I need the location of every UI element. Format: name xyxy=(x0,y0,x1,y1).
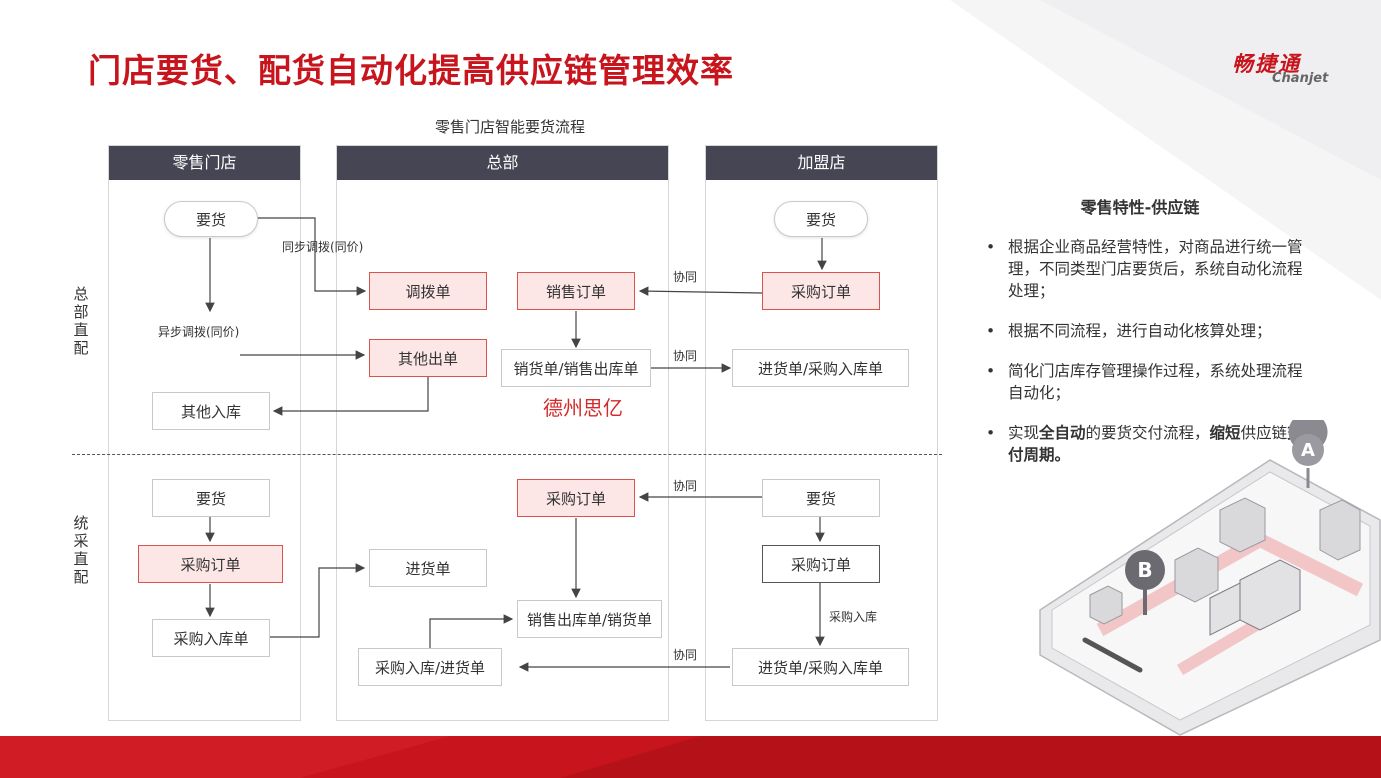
feature-text-4c: 的要货交付流程， xyxy=(1085,424,1210,442)
hq-sales-order-node: 销售订单 xyxy=(517,272,635,310)
feature-bullet: • 简化门店库存管理操作过程，系统处理流程自动化； xyxy=(986,360,1306,404)
store-po-node: 采购订单 xyxy=(138,545,283,583)
bullet-dot: • xyxy=(986,322,996,340)
feature-text-2: 根据不同流程，进行自动化核算处理； xyxy=(1008,322,1272,340)
collab-label-bottom-1: 协同 xyxy=(673,479,698,493)
transfer-order-node: 调拨单 xyxy=(369,272,487,310)
logo-en-text: Chanjet xyxy=(1272,71,1329,86)
feature-bullet: • 实现全自动的要货交付流程，缩短供应链交付周期。 xyxy=(986,422,1306,466)
hq-po-node: 采购订单 xyxy=(517,479,635,517)
hq-sales-outbound-bottom-node: 销售出库单/销货单 xyxy=(517,600,662,638)
feature-bullet: • 根据不同流程，进行自动化核算处理； xyxy=(986,320,1306,342)
feature-text-3: 简化门店库存管理操作过程，系统处理流程自动化； xyxy=(1008,362,1303,402)
flow-title: 零售门店智能要货流程 xyxy=(434,118,585,136)
bullet-dot: • xyxy=(986,362,996,380)
feature-text-4e: 供应链 xyxy=(1240,424,1288,442)
other-inbound-node: 其他入库 xyxy=(152,392,270,430)
franchise-po-bottom-node: 采购订单 xyxy=(762,545,880,583)
feature-text-4b: 全自动 xyxy=(1039,424,1086,442)
franchise-inbound-node: 进货单/采购入库单 xyxy=(732,349,909,387)
logo-cn-text: 畅捷通 xyxy=(1232,52,1301,76)
chanjet-logo: 畅捷通 Chanjet xyxy=(1232,48,1342,90)
map-pin-a: A xyxy=(1288,420,1328,488)
franchise-inbound-bottom-node: 进货单/采购入库单 xyxy=(732,648,909,686)
row-label-central: 统采直配 xyxy=(73,514,89,586)
bullet-dot: • xyxy=(986,238,996,256)
hq-sales-outbound-node: 销货单/销售出库单 xyxy=(501,349,651,387)
feature-text-4a: 实现 xyxy=(1008,424,1040,442)
page-title: 门店要货、配货自动化提高供应链管理效率 xyxy=(88,51,734,90)
collab-label-top-1: 协同 xyxy=(673,270,698,284)
pin-a-letter: A xyxy=(1301,440,1315,461)
async-transfer-label: 异步调拨(同价) xyxy=(158,325,240,339)
pin-b-letter: B xyxy=(1137,558,1152,582)
column-hq-header: 总部 xyxy=(337,146,668,180)
row-label-direct: 总部直配 xyxy=(73,285,89,357)
map-pin-b: B xyxy=(1125,550,1165,615)
sync-transfer-label: 同步调拨(同价) xyxy=(282,240,364,254)
store-request-bottom-node: 要货 xyxy=(152,479,270,517)
collab-label-top-2: 协同 xyxy=(673,349,698,363)
po-inbound-label: 采购入库 xyxy=(829,610,878,624)
bullet-dot: • xyxy=(986,424,996,442)
footer-band xyxy=(0,736,1381,778)
panel-title: 零售特性-供应链 xyxy=(1080,198,1200,217)
feature-bullet-list: • 根据企业商品经营特性，对商品进行统一管理，不同类型门店要货后，系统自动化流程… xyxy=(986,236,1306,484)
watermark-text: 德州思亿 xyxy=(543,396,623,420)
section-divider xyxy=(72,454,942,455)
hq-po-inbound-node: 采购入库/进货单 xyxy=(358,648,502,686)
feature-text-4d: 缩短 xyxy=(1209,424,1241,442)
store-inbound-node: 采购入库单 xyxy=(152,619,270,657)
collab-label-bottom-2: 协同 xyxy=(673,648,698,662)
franchise-request-bottom-node: 要货 xyxy=(762,479,880,517)
store-request-node: 要货 xyxy=(164,201,258,237)
column-franchise-header: 加盟店 xyxy=(706,146,937,180)
phone-logistics-illustration: A B xyxy=(1039,420,1381,736)
column-store-header: 零售门店 xyxy=(109,146,300,180)
receipt-node: 进货单 xyxy=(369,549,487,587)
feature-text-1: 根据企业商品经营特性，对商品进行统一管理，不同类型门店要货后，系统自动化流程处理… xyxy=(1008,238,1303,300)
franchise-po-node: 采购订单 xyxy=(762,272,880,310)
other-outbound-node: 其他出单 xyxy=(369,339,487,377)
franchise-request-node: 要货 xyxy=(774,201,868,237)
feature-bullet: • 根据企业商品经营特性，对商品进行统一管理，不同类型门店要货后，系统自动化流程… xyxy=(986,236,1306,302)
